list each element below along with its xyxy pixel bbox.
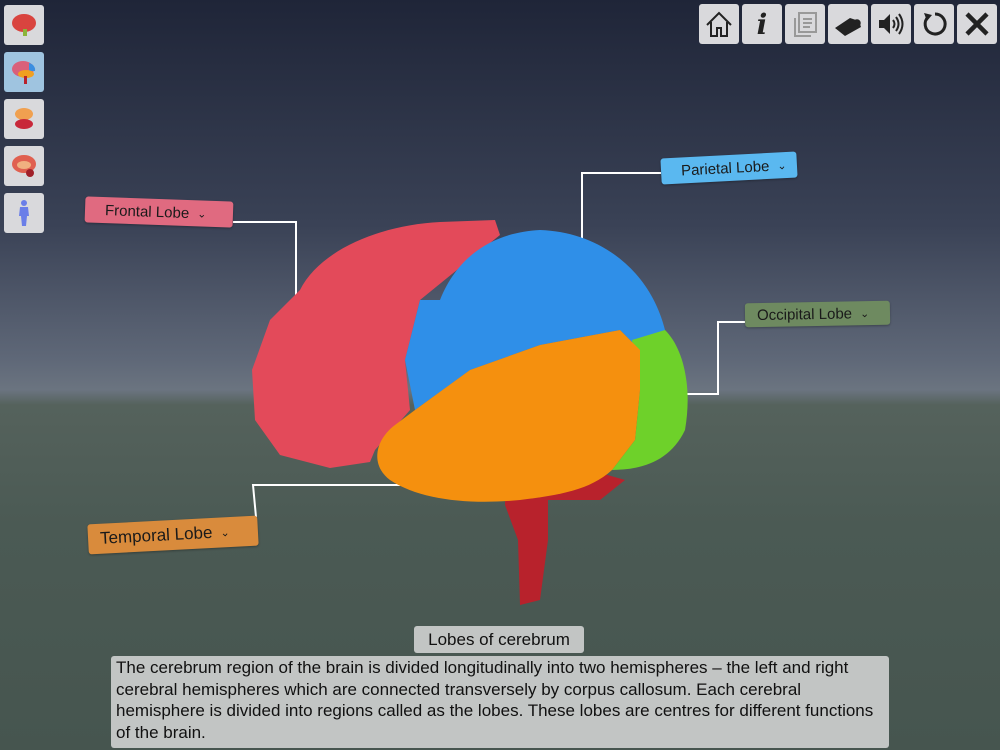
rotate-icon — [923, 12, 947, 36]
occipital-lobe[interactable] — [612, 330, 688, 470]
sidebar-item-section[interactable] — [4, 146, 44, 186]
occipital-lobe-label[interactable]: Occipital Lobe ⌄ — [744, 300, 891, 328]
label-text: Parietal Lobe — [680, 157, 770, 180]
label-text: Temporal Lobe — [99, 522, 213, 548]
sound-button[interactable] — [871, 4, 911, 44]
chevron-down-icon: ⌄ — [777, 159, 787, 172]
temporal-lobe[interactable] — [377, 330, 640, 502]
leader-lines — [233, 172, 745, 518]
sidebar-item-brainstem[interactable] — [4, 99, 44, 139]
frontal-lobe[interactable] — [252, 220, 500, 468]
sidebar-item-lobes[interactable] — [4, 52, 44, 92]
parietal-lobe[interactable] — [405, 230, 665, 410]
human-body-icon — [19, 200, 29, 226]
tag-button[interactable] — [828, 4, 868, 44]
info-icon: i — [756, 7, 768, 41]
brain-section-icon — [12, 155, 36, 177]
chevron-down-icon: ⌄ — [196, 207, 207, 221]
chevron-down-icon: ⌄ — [859, 307, 870, 320]
reset-button[interactable] — [914, 4, 954, 44]
speaker-icon — [879, 13, 904, 35]
caption-description: The cerebrum region of the brain is divi… — [111, 656, 889, 748]
brainstem[interactable] — [505, 470, 625, 605]
close-icon — [965, 12, 989, 36]
notes-button[interactable] — [785, 4, 825, 44]
label-text: Occipital Lobe — [756, 304, 853, 324]
caption-title: Lobes of cerebrum — [414, 626, 584, 653]
brainstem-icon — [15, 108, 33, 129]
frontal-lobe-label[interactable]: Frontal Lobe ⌄ — [84, 196, 234, 228]
home-button[interactable] — [699, 4, 739, 44]
sidebar-item-body[interactable] — [4, 193, 44, 233]
brain-icon — [12, 14, 36, 36]
brain-lobes-icon — [12, 61, 36, 84]
sidebar-item-brain[interactable] — [4, 5, 44, 45]
close-button[interactable] — [957, 4, 997, 44]
chevron-down-icon: ⌄ — [220, 526, 230, 540]
notes-icon — [794, 12, 817, 37]
tag-icon — [835, 18, 861, 36]
home-icon — [706, 11, 732, 37]
info-button[interactable]: i — [742, 4, 782, 44]
label-text: Frontal Lobe — [104, 201, 190, 222]
